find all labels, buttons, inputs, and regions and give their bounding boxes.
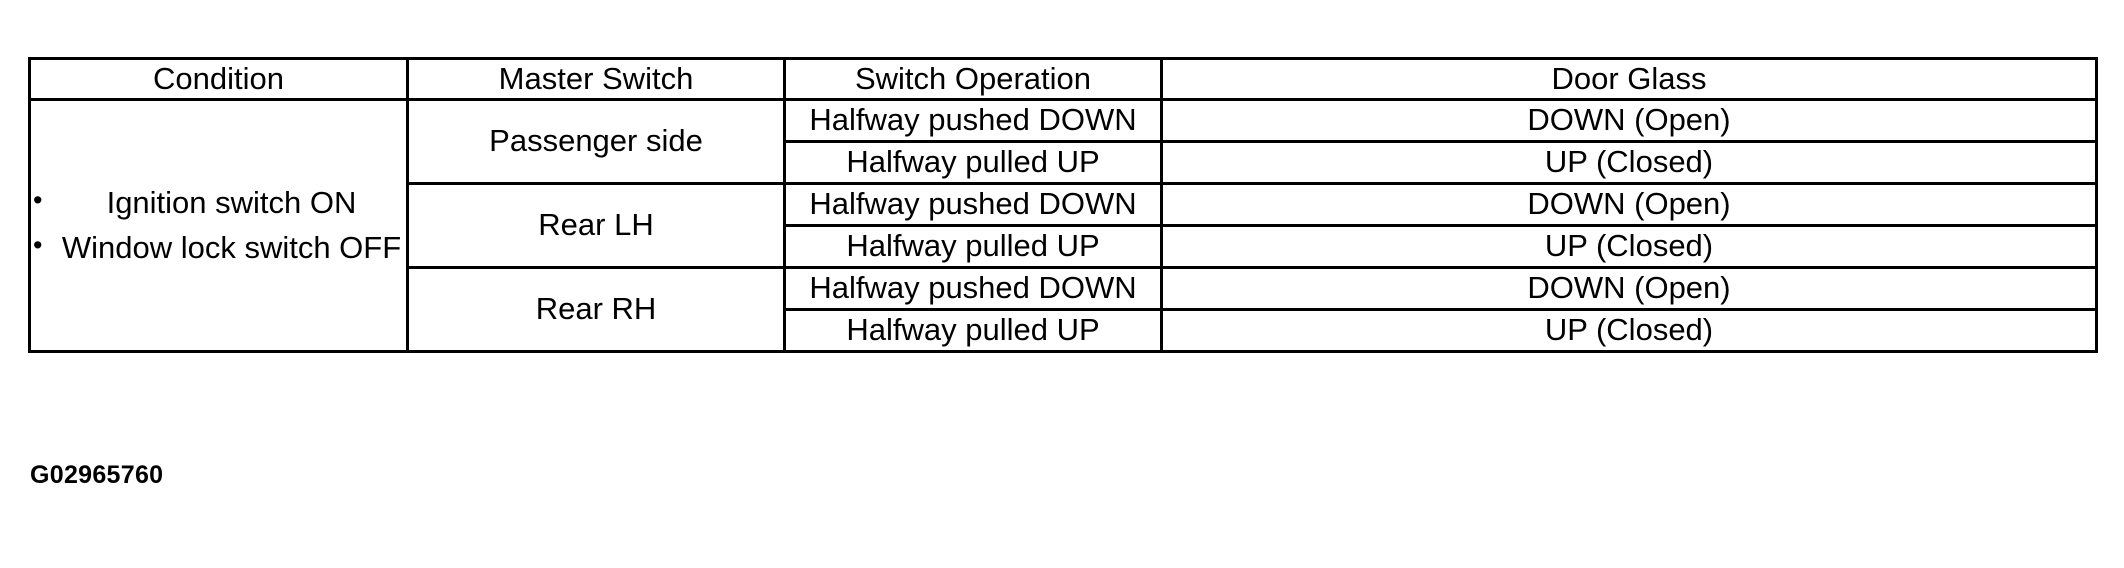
switch-operation-cell: Halfway pushed DOWN [783, 98, 1163, 143]
table-row: Rear LH Halfway pushed DOWN DOWN (Open) [30, 182, 2098, 269]
master-switch-cell-rear-lh: Rear LH [406, 182, 786, 269]
door-glass-cell: UP (Closed) [1160, 224, 2098, 269]
column-header-door-glass: Door Glass [1160, 57, 2098, 101]
switch-operation-cell: Halfway pushed DOWN [783, 266, 1163, 311]
door-glass-cell: DOWN (Open) [1160, 266, 2098, 311]
list-item: Ignition switch ON [31, 181, 406, 225]
power-window-operation-table: Condition Master Switch Switch Operation… [28, 57, 2098, 353]
door-glass-cell: DOWN (Open) [1160, 182, 2098, 227]
switch-operation-cell: Halfway pulled UP [783, 140, 1163, 185]
figure-caption: G02965760 [30, 461, 164, 489]
master-switch-cell-passenger-side: Passenger side [406, 98, 786, 185]
column-header-switch-operation: Switch Operation [783, 57, 1163, 101]
table-row: Halfway pulled UP UP (Closed) [30, 224, 2098, 269]
table-body: Ignition switch ON Window lock switch OF… [28, 98, 2098, 353]
column-header-condition: Condition [28, 57, 409, 101]
table-header: Condition Master Switch Switch Operation… [28, 57, 2098, 101]
switch-operation-cell: Halfway pulled UP [783, 308, 1163, 353]
list-item: Window lock switch OFF [31, 226, 406, 270]
table-row: Halfway pulled UP UP (Closed) [30, 308, 2098, 353]
switch-operation-cell: Halfway pulled UP [783, 224, 1163, 269]
table-row: Halfway pulled UP UP (Closed) [30, 140, 2098, 185]
master-switch-cell-rear-rh: Rear RH [406, 266, 786, 353]
switch-operation-cell: Halfway pushed DOWN [783, 182, 1163, 227]
table-row: Ignition switch ON Window lock switch OF… [28, 98, 2098, 353]
door-glass-cell: UP (Closed) [1160, 308, 2098, 353]
column-header-master-switch: Master Switch [406, 57, 786, 101]
condition-bullet-list: Ignition switch ON Window lock switch OF… [31, 181, 406, 269]
table-header-row: Condition Master Switch Switch Operation… [28, 57, 2098, 101]
door-glass-cell: UP (Closed) [1160, 140, 2098, 185]
condition-cell: Ignition switch ON Window lock switch OF… [28, 98, 409, 353]
door-glass-cell: DOWN (Open) [1160, 98, 2098, 143]
table-row: Rear RH Halfway pushed DOWN DOWN (Open) [30, 266, 2098, 353]
